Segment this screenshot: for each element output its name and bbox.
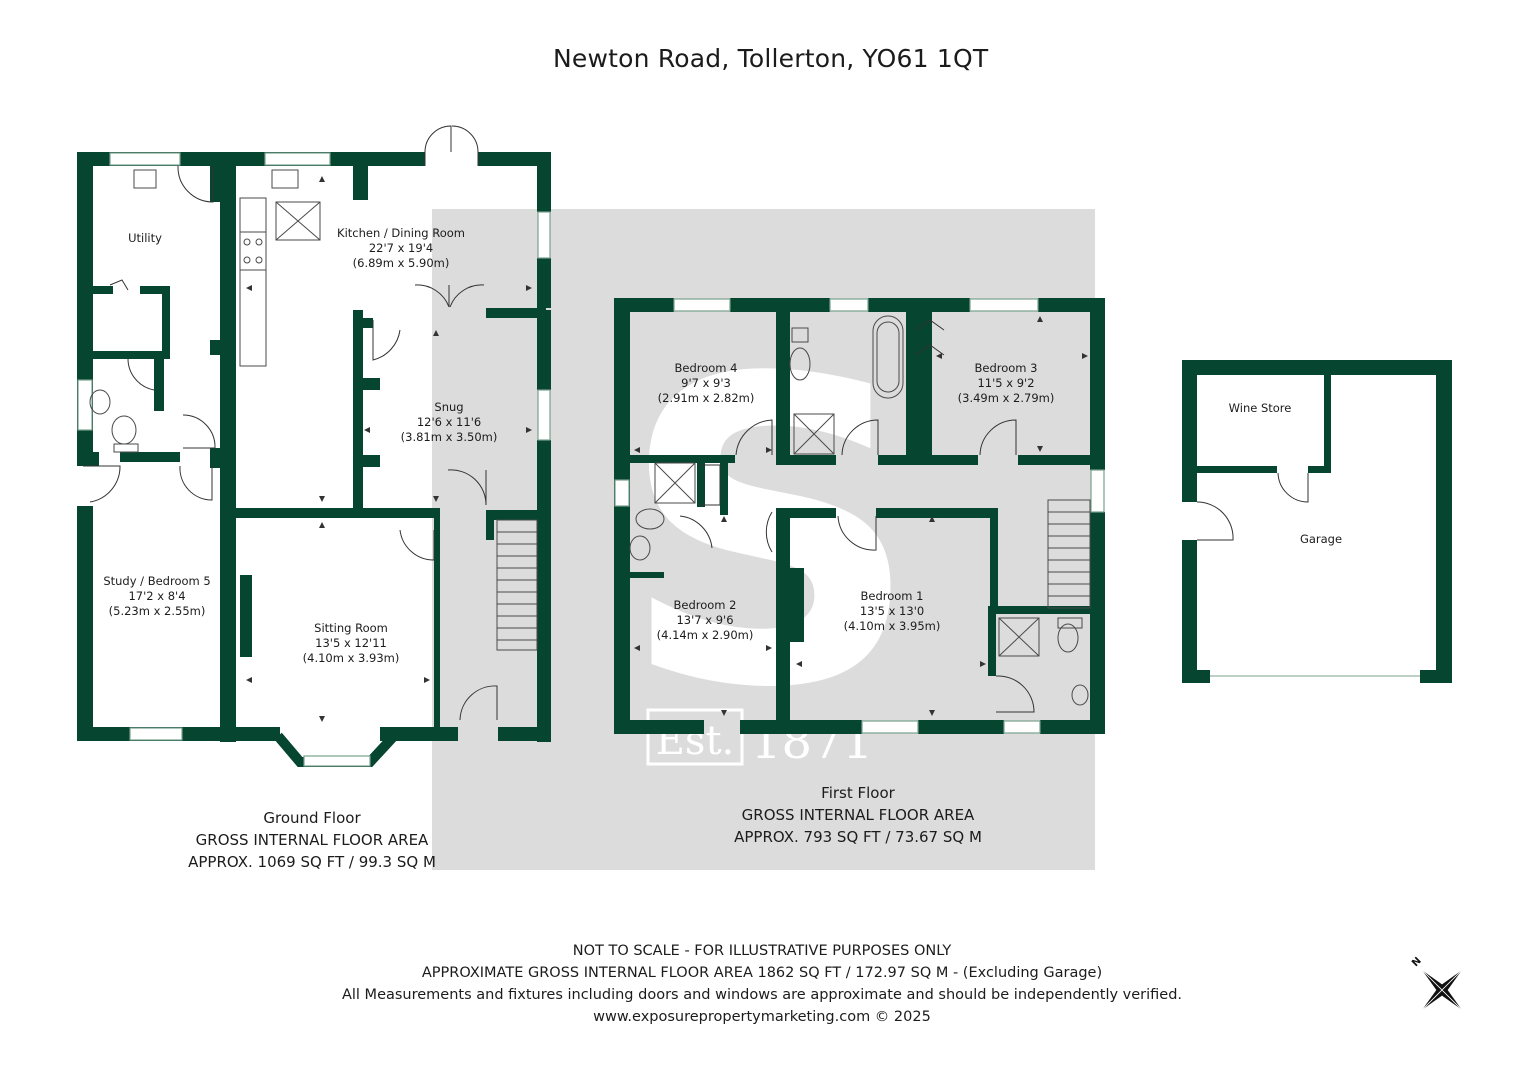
floor-area-value: APPROX. 1069 SQ FT / 99.3 SQ M [188,853,436,871]
room-name: Snug [434,400,464,414]
garage-walls [1182,360,1452,683]
first-floor-walls [614,298,1105,734]
room-name: Wine Store [1228,401,1292,415]
watermark-letter: S [619,291,922,780]
room-name: Study / Bedroom 5 [103,574,211,588]
dimension-markers [246,176,1088,722]
first-floor-windows [614,298,1105,734]
footer-line-1: NOT TO SCALE - FOR ILLUSTRATIVE PURPOSES… [572,943,952,959]
compass-rose-icon: N [1410,955,1463,1011]
stairs-first [1047,499,1091,609]
room-imperial: 22'7 x 19'4 [368,241,434,255]
room-imperial: 13'5 x 12'11 [315,636,387,650]
room-name: Bedroom 2 [673,598,737,612]
first-floor-doors [679,319,1035,713]
footer-line-2: APPROXIMATE GROSS INTERNAL FLOOR AREA 18… [421,965,1103,981]
room-imperial: 12'6 x 11'6 [416,415,482,429]
compass-north-label: N [1410,955,1424,969]
room-utility: Utility [128,231,162,246]
room-metric: (5.23m x 2.55m) [108,604,206,618]
floor-area-label: GROSS INTERNAL FLOOR AREA [195,831,429,849]
floor-area-label: GROSS INTERNAL FLOOR AREA [741,806,975,824]
room-imperial: 17'2 x 8'4 [128,589,186,603]
room-snug: Snug 12'6 x 11'6 (3.81m x 3.50m) [401,400,498,445]
room-study: Study / Bedroom 5 17'2 x 8'4 (5.23m x 2.… [103,574,210,619]
room-name: Bedroom 4 [674,361,738,375]
room-name: Garage [1299,532,1343,546]
room-imperial: 13'7 x 9'6 [676,613,734,627]
room-wine-store: Wine Store [1229,401,1292,416]
first-floor-fixtures [629,315,1091,706]
first-floor-area: First Floor GROSS INTERNAL FLOOR AREA AP… [734,782,982,848]
room-imperial: 13'5 x 13'0 [859,604,925,618]
footer-line-3: All Measurements and fixtures including … [341,987,1183,1003]
room-garage: Garage [1300,532,1342,547]
room-imperial: 11'5 x 9'2 [977,376,1035,390]
room-bedroom-3: Bedroom 3 11'5 x 9'2 (3.49m x 2.79m) [958,361,1055,406]
watermark-est-box [646,708,744,766]
floor-name: Ground Floor [263,809,361,827]
ground-floor-area: Ground Floor GROSS INTERNAL FLOOR AREA A… [188,807,436,873]
room-name: Bedroom 3 [974,361,1038,375]
room-name: Bedroom 1 [860,589,924,603]
garage-doors [1196,472,1420,677]
room-metric: (6.89m x 5.90m) [352,256,450,270]
footer-line-4: www.exposurepropertymarketing.com © 2025 [593,1009,931,1025]
room-name: Sitting Room [314,621,388,635]
ground-floor-doors [83,125,498,721]
room-metric: (3.81m x 3.50m) [400,430,498,444]
footer-disclaimer: NOT TO SCALE - FOR ILLUSTRATIVE PURPOSES… [342,940,1182,1028]
room-metric: (4.10m x 3.95m) [843,619,941,633]
room-name: Kitchen / Dining Room [337,226,465,240]
ground-floor-walls [77,152,551,742]
room-bedroom-4: Bedroom 4 9'7 x 9'3 (2.91m x 2.82m) [658,361,755,406]
room-metric: (3.49m x 2.79m) [957,391,1055,405]
ground-floor-windows [77,152,551,767]
stairs-ground [496,519,538,651]
room-name: Utility [128,231,162,245]
room-bedroom-2: Bedroom 2 13'7 x 9'6 (4.14m x 2.90m) [657,598,754,643]
room-metric: (4.10m x 3.93m) [302,651,400,665]
room-metric: (2.91m x 2.82m) [657,391,755,405]
room-sitting: Sitting Room 13'5 x 12'11 (4.10m x 3.93m… [303,621,400,666]
page-title: Newton Road, Tollerton, YO61 1QT [553,44,989,73]
floor-area-value: APPROX. 793 SQ FT / 73.67 SQ M [734,828,982,846]
room-metric: (4.14m x 2.90m) [656,628,754,642]
floor-name: First Floor [821,784,895,802]
room-bedroom-1: Bedroom 1 13'5 x 13'0 (4.10m x 3.95m) [844,589,941,634]
ground-floor-fixtures [89,169,538,651]
room-kitchen: Kitchen / Dining Room 22'7 x 19'4 (6.89m… [337,226,465,271]
room-imperial: 9'7 x 9'3 [681,376,731,390]
